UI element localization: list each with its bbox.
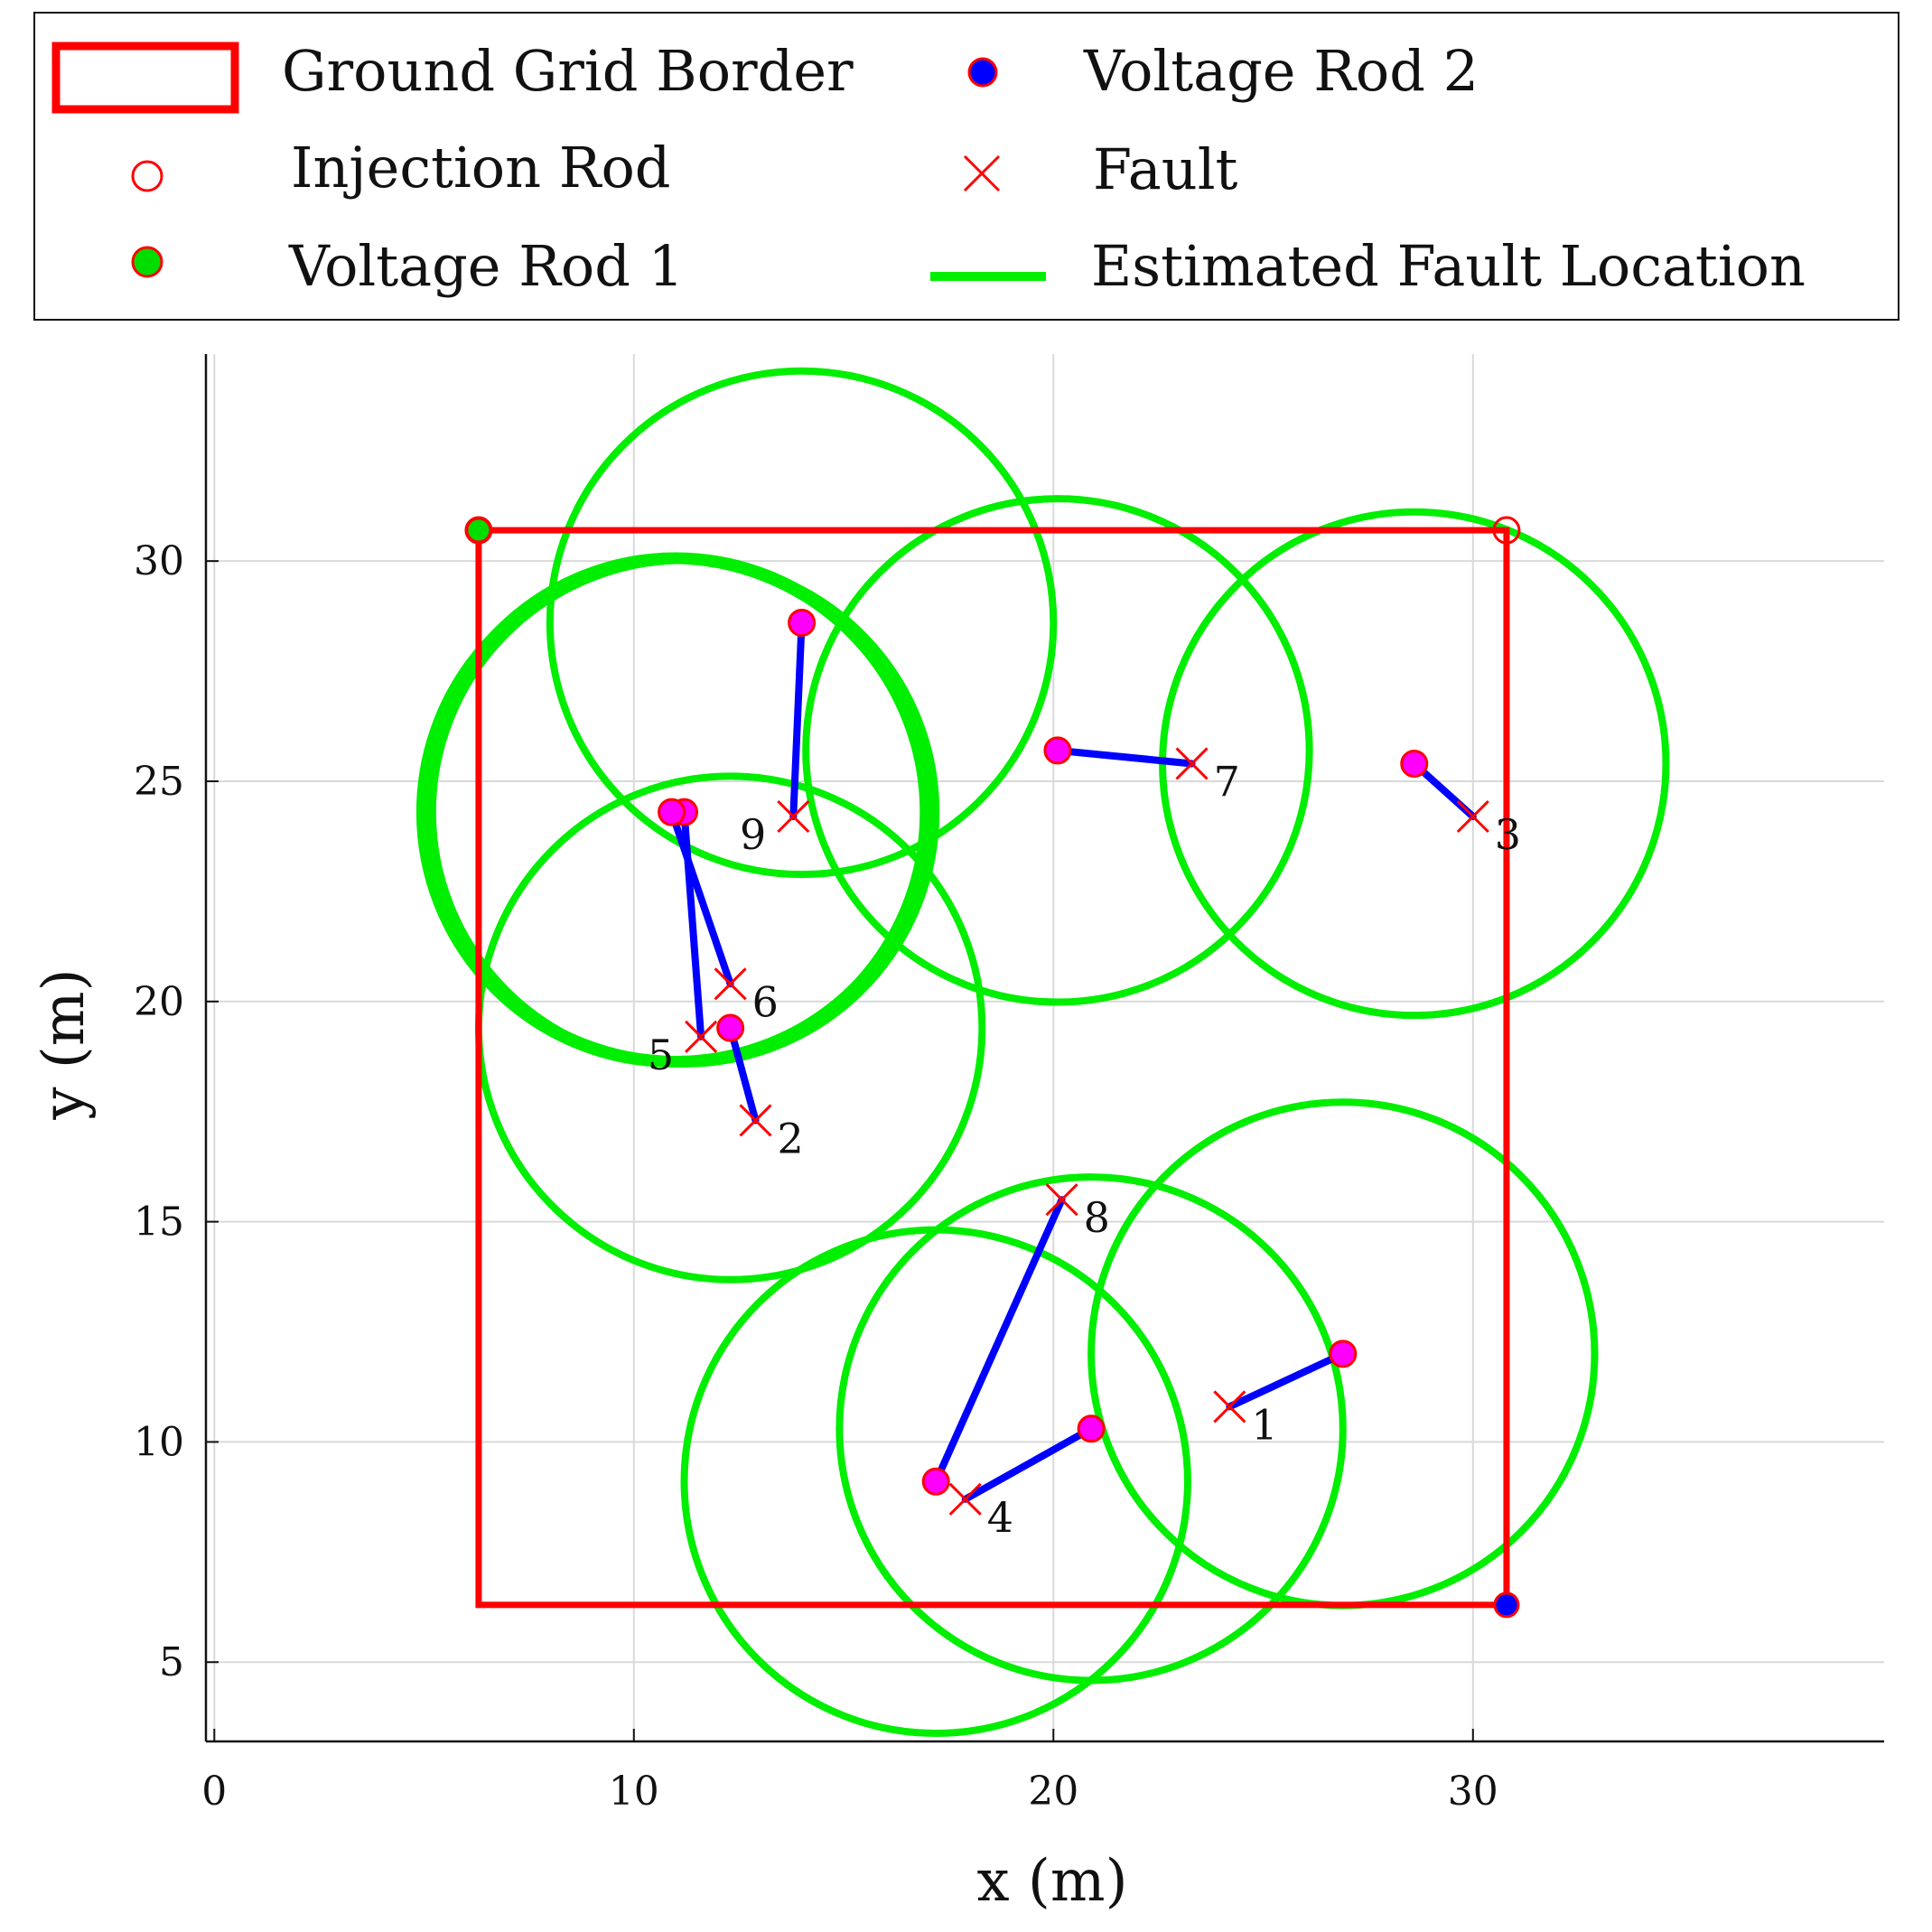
fault-label: 8 [1084,1193,1110,1242]
legend-injection-rod-marker [131,160,163,192]
legend-label-voltage-rod-1: Voltage Rod 1 [288,233,684,299]
legend-fault-marker [963,154,1001,192]
fault-marker [1045,1183,1078,1217]
voltage-rod-2 [1493,1591,1520,1619]
fault-marker [714,967,747,1001]
fault-estimate-link [1053,746,1196,768]
fault-marker [1175,747,1209,780]
fault-estimate-link [789,619,806,820]
ground-grid-border [475,527,1510,1609]
estimated-fault-point [1400,749,1429,778]
estimated-fault-point [1043,736,1072,765]
fault-marker-stroke [714,967,747,1001]
axes [204,354,1884,1743]
y-axis-title: y (m) [31,968,98,1120]
fault-marker-stroke [739,1104,772,1137]
fault-label: 9 [740,810,766,859]
y-tick-label: 30 [134,538,184,584]
fault-estimate-link [667,808,734,988]
x-tick-label: 10 [609,1769,659,1815]
legend-label-injection-rod: Injection Rod [291,135,670,201]
estimation-circle [425,556,936,1068]
fault-marker-stroke [1045,1183,1078,1217]
fault-marker [739,1104,772,1137]
y-tick-label: 25 [134,759,184,805]
estimated-fault-point [716,1013,745,1042]
legend-label-ground-grid-border: Ground Grid Border [282,38,854,104]
x-tick-label: 30 [1448,1769,1498,1815]
fault-label: 1 [1251,1400,1277,1449]
injection-rod [1492,516,1521,545]
fault-labels: 1 2 3 4 5 6 7 8 9 [648,757,1521,1541]
estimated-fault-point [1329,1339,1358,1368]
estimated-fault-point [788,608,817,637]
fault-estimate-links [667,619,1477,1503]
legend: Ground Grid Border Voltage Rod 2 Injecti… [33,12,1899,321]
fault-marker-stroke [777,799,810,834]
y-tick-label: 10 [134,1419,184,1465]
legend-label-voltage-rod-2: Voltage Rod 2 [1083,38,1479,104]
estimation-circle [680,1226,1191,1738]
estimation-circles [415,367,1670,1738]
y-tick-label: 15 [134,1199,184,1246]
fault-estimate-link [932,1196,1066,1486]
fault-marker [1213,1390,1246,1423]
fault-marker-stroke [948,1482,982,1516]
estimated-fault-point [921,1467,950,1496]
fault-label: 4 [987,1493,1013,1542]
fault-label: 5 [648,1031,674,1079]
fault-marker-stroke [1456,799,1489,834]
estimation-circle [420,552,931,1063]
x-tick-label: 0 [201,1769,227,1815]
fault-estimate-link [961,1424,1096,1503]
y-tick-label: 5 [159,1639,184,1685]
estimation-circle [546,367,1058,879]
legend-border-marker [51,42,239,114]
estimated-fault-point [658,798,686,826]
fault-marker-stroke [685,1020,718,1053]
fault-marker [685,1020,718,1053]
legend-label-estimated-fault-location: Estimated Fault Location [1091,233,1806,299]
x-axis-title: x (m) [976,1848,1127,1915]
estimated-fault-locations [658,608,1429,1496]
legend-voltage-rod-1-marker [131,246,163,278]
fault-label: 6 [752,977,779,1026]
legend-box [33,12,1899,321]
fault-marker-stroke [1175,747,1209,780]
estimation-circle [802,495,1313,1006]
x-tick-label: 20 [1028,1769,1078,1815]
fault-label: 7 [1214,757,1240,806]
y-tick-label: 20 [134,979,184,1025]
fault-marker [1456,799,1489,834]
voltage-rod-1 [465,517,492,544]
ground-grid-border-rect [475,527,1510,1609]
fault-marker [777,799,810,834]
fault-marker [948,1482,982,1516]
rods [464,516,1521,1619]
legend-label-fault: Fault [1093,136,1238,202]
fault-marker-stroke [1213,1390,1246,1423]
fault-label: 3 [1495,810,1521,859]
fault-estimate-link [726,1024,760,1125]
fault-estimate-link [1226,1349,1347,1411]
fault-label: 2 [777,1114,803,1162]
estimated-fault-point [1077,1414,1106,1443]
legend-voltage-rod-2-marker [967,57,998,88]
faults [685,747,1489,1516]
